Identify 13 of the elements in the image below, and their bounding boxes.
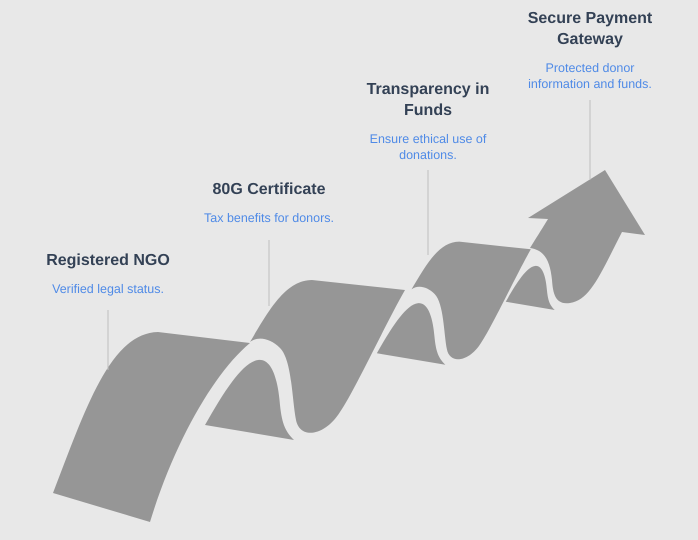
step-description: Ensure ethical use of donations. (368, 131, 488, 163)
ribbon-segment (53, 332, 250, 522)
step-heading: Transparency in Funds (366, 80, 490, 121)
step-heading: Registered NGO (46, 251, 170, 271)
step-description: Protected donor information and funds. (527, 60, 653, 92)
step-heading: Secure Payment Gateway (526, 9, 654, 50)
ribbon-segment (506, 170, 645, 310)
ribbon-segment (376, 242, 531, 365)
step-heading: 80G Certificate (212, 180, 326, 200)
ribbon-segment (205, 280, 405, 440)
step-description: Tax benefits for donors. (204, 210, 334, 226)
step-description: Verified legal status. (52, 281, 164, 297)
leader-line (268, 240, 270, 306)
